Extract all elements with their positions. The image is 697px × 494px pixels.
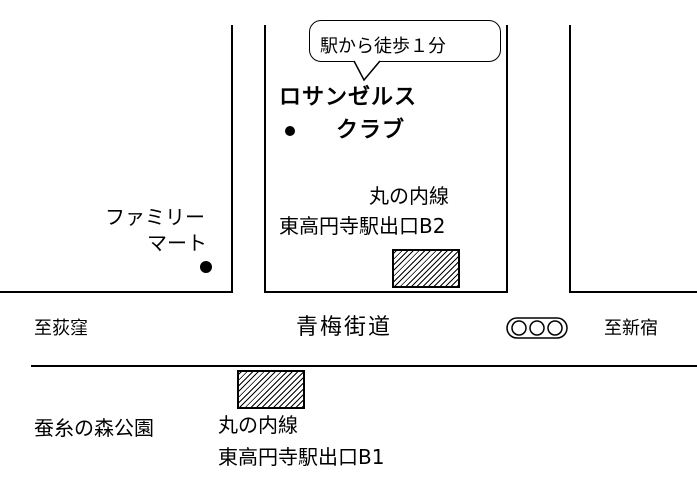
road-edge-north-east bbox=[569, 291, 697, 293]
exit-b2-station: 東高円寺駅出口B2 bbox=[279, 214, 446, 238]
road-east-direction: 至新宿 bbox=[604, 318, 658, 339]
callout-text: 駅から徒歩１分 bbox=[320, 36, 446, 57]
store-name-line2: マート bbox=[147, 231, 207, 255]
street-line-left bbox=[231, 25, 233, 293]
street-line-center-right bbox=[506, 25, 508, 293]
street-line-right bbox=[569, 25, 571, 293]
park-name: 蚕糸の森公園 bbox=[34, 416, 154, 440]
callout-tail bbox=[353, 60, 381, 82]
exit-b1-station: 東高円寺駅出口B1 bbox=[218, 445, 385, 469]
hatched-exit-icon bbox=[392, 249, 460, 288]
location-dot-icon bbox=[200, 261, 212, 273]
street-line-center-left bbox=[264, 25, 266, 293]
road-edge-south bbox=[31, 365, 697, 367]
store-name-line1: ファミリー bbox=[105, 205, 205, 229]
exit-b1-line: 丸の内線 bbox=[218, 413, 298, 437]
hatched-exit-icon bbox=[237, 370, 305, 409]
road-west-direction: 至荻窪 bbox=[34, 318, 88, 339]
road-name: 青梅街道 bbox=[296, 315, 393, 340]
bullet-dot-icon bbox=[285, 126, 295, 136]
exit-b2-line: 丸の内線 bbox=[369, 184, 449, 208]
road-edge-north-west bbox=[0, 291, 233, 293]
venue-name-line2: クラブ bbox=[336, 118, 406, 143]
road-edge-north-middle bbox=[264, 291, 508, 293]
traffic-light-icon bbox=[506, 317, 568, 339]
venue-name-line1: ロサンゼルス bbox=[279, 85, 418, 110]
walking-distance-callout: 駅から徒歩１分 bbox=[309, 20, 501, 62]
